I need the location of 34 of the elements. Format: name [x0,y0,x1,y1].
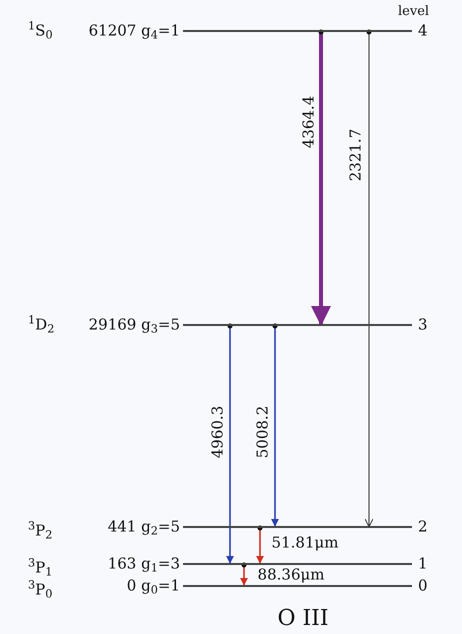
energy-label: 61207 g$_{4}$=1 [88,24,180,38]
caption: O III [277,608,329,630]
energy-label: 163 g$_{1}$=3 [108,556,180,572]
term-symbol: $^{1}$D$_{2}$ [28,318,54,332]
wavelength-label: 51.81μm [272,536,338,550]
level-number: 4 [418,24,428,38]
column-heading: level [398,5,430,18]
term-symbol: $^{3}$P$_{1}$ [28,560,52,576]
wavelength-label: 5008.2 [256,406,270,458]
level-number: 3 [418,318,428,332]
wavelength-label: 88.36μm [258,568,324,582]
transition-arrow [226,324,234,564]
term-symbol: $^{3}$P$_{2}$ [28,524,52,538]
energy-level-line [183,585,412,587]
level-number: 2 [418,520,428,534]
wavelength-label: 4364.4 [302,96,316,148]
wavelength-label: 2321.7 [348,128,364,182]
energy-label: 441 g$_{2}$=5 [108,520,180,534]
term-symbol: $^{1}$S$_{0}$ [28,24,53,38]
transition-arrow [364,30,374,528]
transition-arrow [271,324,279,527]
transition-arrow [256,526,264,564]
transition-arrow [240,562,248,586]
transition-arrow [311,30,331,326]
energy-label: 29169 g$_{3}$=5 [88,318,180,332]
energy-level-line [183,324,412,326]
energy-label: 0 g$_{0}$=1 [126,578,180,594]
energy-level-line [183,563,412,565]
term-symbol: $^{3}$P$_{0}$ [28,582,52,598]
energy-level-line [183,30,412,32]
wavelength-label: 4960.3 [210,406,226,458]
level-number: 1 [418,556,428,572]
energy-level-line [183,526,412,528]
level-number: 0 [418,578,428,594]
